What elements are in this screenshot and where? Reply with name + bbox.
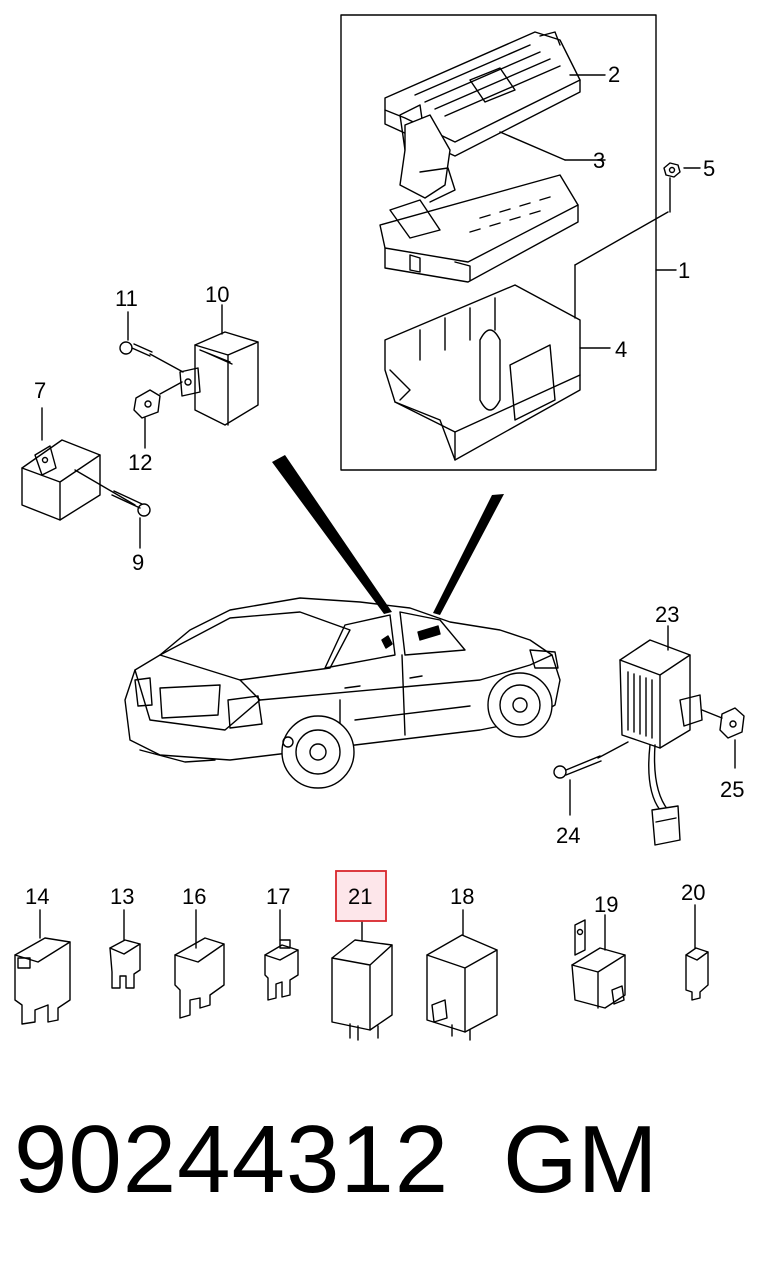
callout-10: 10: [205, 282, 229, 307]
callout-3: 3: [593, 148, 605, 173]
callout-5: 5: [703, 156, 715, 181]
callout-14: 14: [25, 884, 49, 909]
clip-25: [701, 707, 745, 769]
clip-12: [133, 381, 183, 449]
callout-21: 21: [348, 884, 372, 909]
fuse-17: [264, 909, 299, 1001]
callout-17: 17: [266, 884, 290, 909]
callout-7: 7: [34, 378, 46, 403]
callout-19: 19: [594, 892, 618, 917]
location-pointer-right: [433, 494, 504, 615]
callout-25: 25: [720, 777, 744, 802]
callout-21-highlight: [335, 870, 387, 922]
screw-11: [119, 311, 184, 373]
callout-18: 18: [450, 884, 474, 909]
callout-9: 9: [132, 550, 144, 575]
callout-13: 13: [110, 884, 134, 909]
module-7: [21, 407, 101, 521]
nut: [663, 162, 701, 213]
fuse-box-housing: [384, 211, 669, 461]
callout-16: 16: [182, 884, 206, 909]
relay-19: [571, 914, 626, 1009]
fuse-20: [685, 904, 709, 1001]
module-23: [619, 625, 703, 846]
fuse-box-cover: [384, 31, 606, 157]
callout-12: 12: [128, 450, 152, 475]
part-number: 90244312: [14, 1106, 450, 1213]
screw-24: [553, 741, 629, 816]
control-module: [179, 304, 259, 426]
callout-1: 1: [678, 258, 690, 283]
callout-2: 2: [608, 62, 620, 87]
fuse-16: [174, 909, 225, 1019]
callout-11: 11: [115, 286, 138, 311]
mini-fuse-13: [109, 909, 141, 989]
brand-label: GM: [503, 1106, 658, 1213]
assembly-frame: [340, 14, 657, 471]
callout-23: 23: [655, 602, 679, 627]
screw-9: [74, 469, 151, 549]
callout-4: 4: [615, 337, 627, 362]
relay-21: [331, 921, 393, 1041]
location-pointer-left: [272, 455, 392, 614]
car-illustration: [124, 597, 561, 789]
maxi-fuse-14: [14, 909, 71, 1025]
fuse-relay-panel: [379, 114, 606, 283]
callout-20: 20: [681, 880, 705, 905]
callout-24: 24: [556, 823, 580, 848]
relay-18: [426, 909, 498, 1041]
